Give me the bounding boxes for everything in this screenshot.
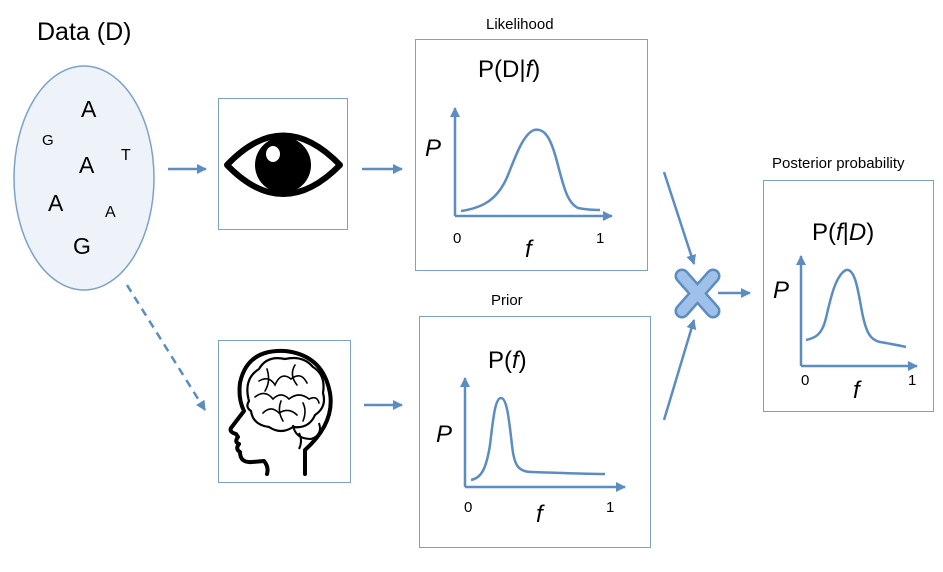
data-ellipse <box>13 65 155 291</box>
posterior-formula: P(f|D) <box>812 219 875 246</box>
prior-label: Prior <box>491 292 523 309</box>
data-letter: A <box>105 204 116 221</box>
posterior-y-axis-label: P <box>773 277 790 304</box>
data-letter: A <box>79 152 95 178</box>
prior-box: P(f) P f 0 1 <box>419 316 651 548</box>
posterior-x-axis-label: f <box>853 377 860 404</box>
arrow-likelihood-to-multiply <box>662 171 696 265</box>
data-letter: A <box>48 190 64 216</box>
brain-head-icon <box>228 348 333 476</box>
likelihood-x-axis-label: f <box>525 236 532 263</box>
likelihood-formula: P(D|f) <box>478 56 541 83</box>
likelihood-y-axis-label: P <box>425 135 442 162</box>
eye-icon <box>224 132 343 197</box>
likelihood-curve <box>460 128 601 213</box>
eye-box <box>218 98 348 230</box>
data-letter: A <box>81 96 97 122</box>
posterior-box: P(f|D) P f 0 1 <box>763 180 934 412</box>
posterior-x-min: 0 <box>801 372 810 389</box>
likelihood-label: Likelihood <box>486 16 554 33</box>
likelihood-x-min: 0 <box>453 230 462 247</box>
prior-y-axis-label: P <box>436 421 453 448</box>
posterior-label: Posterior probability <box>772 155 905 172</box>
prior-x-max: 1 <box>606 499 615 516</box>
prior-x-min: 0 <box>464 499 473 516</box>
arrow-data-to-brain-dashed <box>125 284 207 411</box>
data-letter: G <box>42 132 54 149</box>
prior-curve <box>470 396 606 482</box>
prior-x-axis-label: f <box>536 501 543 528</box>
posterior-curve <box>805 268 907 349</box>
brain-box <box>218 340 351 483</box>
arrow-prior-to-multiply <box>662 319 697 421</box>
likelihood-x-max: 1 <box>596 230 605 247</box>
multiply-icon <box>674 268 721 319</box>
posterior-x-max: 1 <box>908 372 917 389</box>
data-title: Data (D) <box>37 18 132 46</box>
data-letter: G <box>73 233 91 259</box>
prior-formula: P(f) <box>488 347 527 374</box>
data-letter: T <box>121 147 131 164</box>
